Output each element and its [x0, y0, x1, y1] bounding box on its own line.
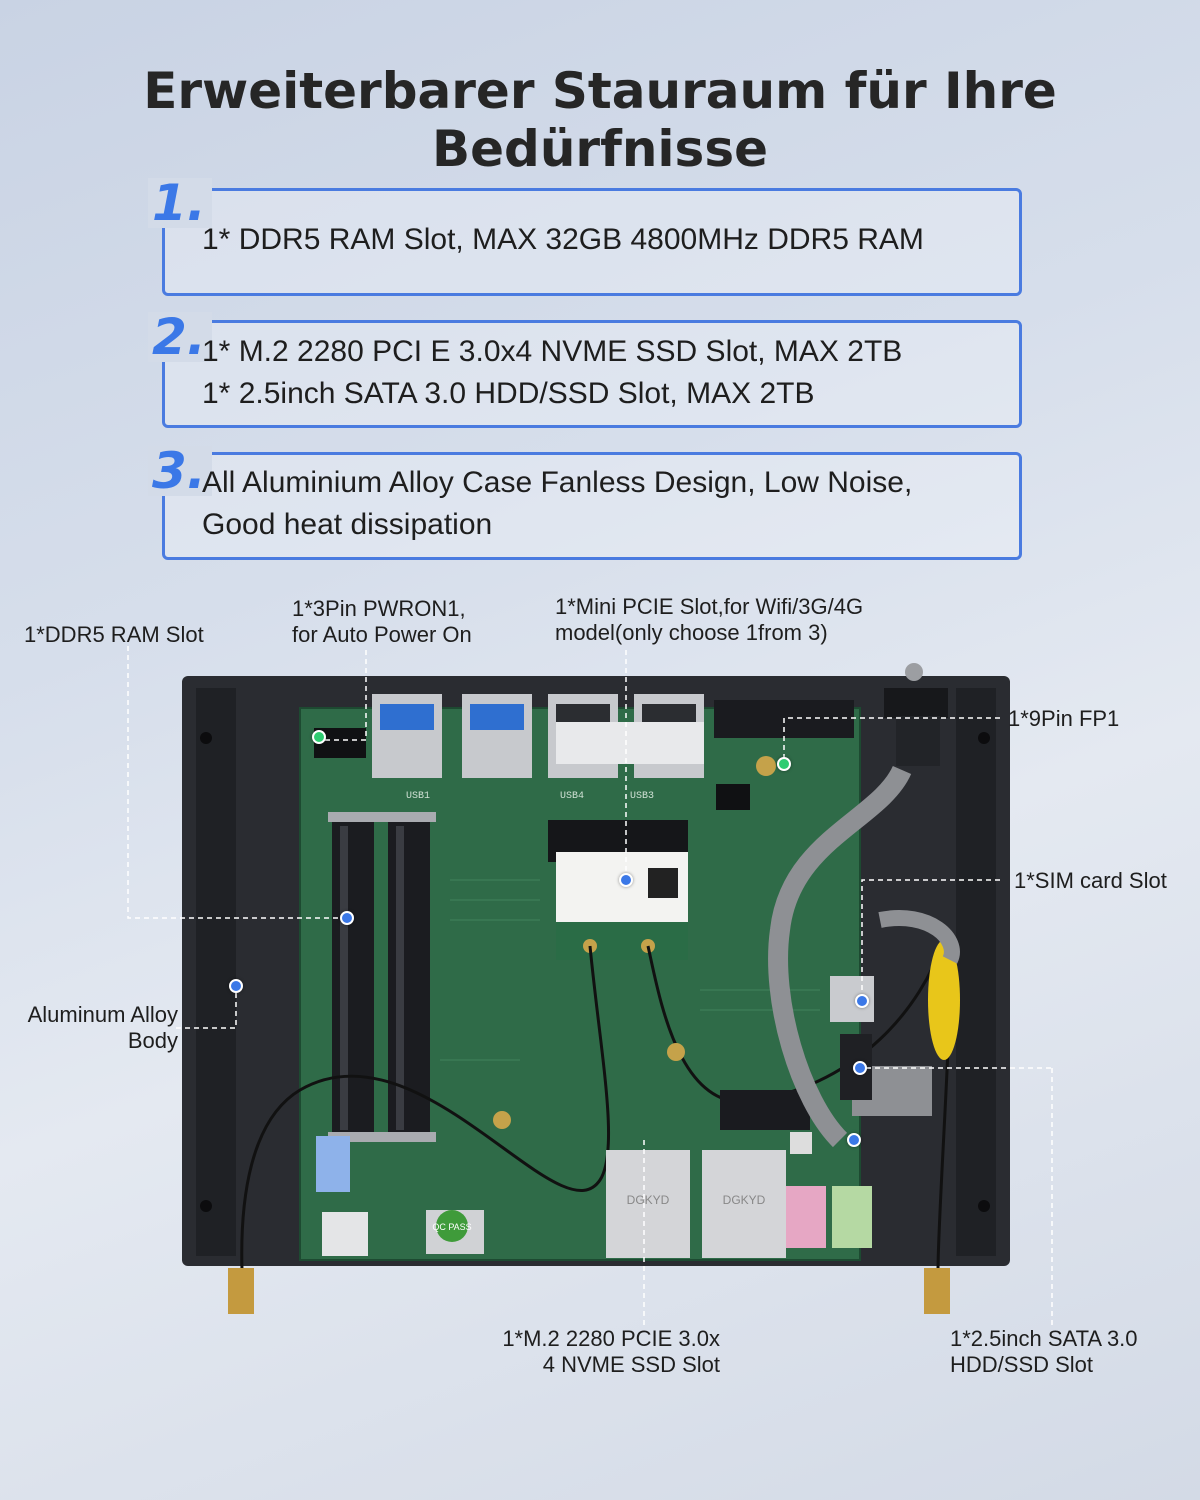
- minipcie-callout-dot: [619, 873, 633, 887]
- qc-pass-sticker: [436, 1210, 468, 1242]
- page-title: Erweiterbarer Stauraum für Ihre Bedürfni…: [143, 62, 1057, 178]
- callout-fp1: 1*9Pin FP1: [1008, 706, 1120, 731]
- sim-callout-dot: [855, 994, 869, 1008]
- feature-number-3: 3.: [148, 446, 212, 496]
- feature-number-2: 2.: [148, 312, 212, 362]
- callout-m2-slot: 1*M.2 2280 PCIE 3.0x 4 NVME SSD Slot: [502, 1326, 720, 1377]
- callout-aluminum-body: Aluminum Alloy Body: [27, 1002, 178, 1053]
- feature-number-1: 1.: [148, 178, 212, 228]
- audio-pink-jack: [786, 1186, 826, 1248]
- antenna-connector-right: [924, 1268, 950, 1314]
- usb-label-1: USB1: [406, 791, 430, 802]
- feature-box-3: [162, 452, 1022, 560]
- pwron-callout-dot: [312, 730, 326, 744]
- lan-brand-1: DGKYD: [627, 1193, 670, 1207]
- feature-box-1: [162, 188, 1022, 296]
- usb-label-4: USB4: [560, 791, 584, 802]
- qc-pass-text: QC PASS: [432, 1222, 471, 1232]
- body-callout-dot: [229, 979, 243, 993]
- ddr5-slot-a: [332, 818, 374, 1138]
- callout-lines: [127, 646, 1053, 1326]
- feature-box-2: [162, 320, 1022, 428]
- callout-mini-pcie: 1*Mini PCIE Slot,for Wifi/3G/4G model(on…: [555, 594, 864, 645]
- antenna-connector-left: [228, 1268, 254, 1314]
- audio-green-jack: [832, 1186, 872, 1248]
- m2-callout-dot: [847, 1133, 861, 1147]
- feature-text-1: 1* DDR5 RAM Slot, MAX 32GB 4800MHz DDR5 …: [202, 223, 924, 256]
- callout-ram-slot: 1*DDR5 RAM Slot: [24, 622, 204, 647]
- feature-text-3: All Aluminium Alloy Case Fanless Design,…: [202, 466, 913, 541]
- cmos-battery: [928, 940, 960, 1060]
- sata-callout-dot: [853, 1061, 867, 1075]
- usb-label-3: USB3: [630, 791, 654, 802]
- callout-sim-slot: 1*SIM card Slot: [1014, 868, 1167, 893]
- lan-port-2: [702, 1150, 786, 1258]
- ram-callout-dot: [340, 911, 354, 925]
- usb-ports: [372, 694, 704, 778]
- callout-sata-slot: 1*2.5inch SATA 3.0 HDD/SSD Slot: [950, 1326, 1138, 1377]
- m2-slot: [720, 1090, 810, 1130]
- feature-text-2: 1* M.2 2280 PCI E 3.0x4 NVME SSD Slot, M…: [202, 335, 903, 410]
- lan-brand-2: DGKYD: [723, 1193, 766, 1207]
- lan-port-1: [606, 1150, 690, 1258]
- fp1-callout-dot: [777, 757, 791, 771]
- callout-pwron: 1*3Pin PWRON1, for Auto Power On: [292, 596, 472, 647]
